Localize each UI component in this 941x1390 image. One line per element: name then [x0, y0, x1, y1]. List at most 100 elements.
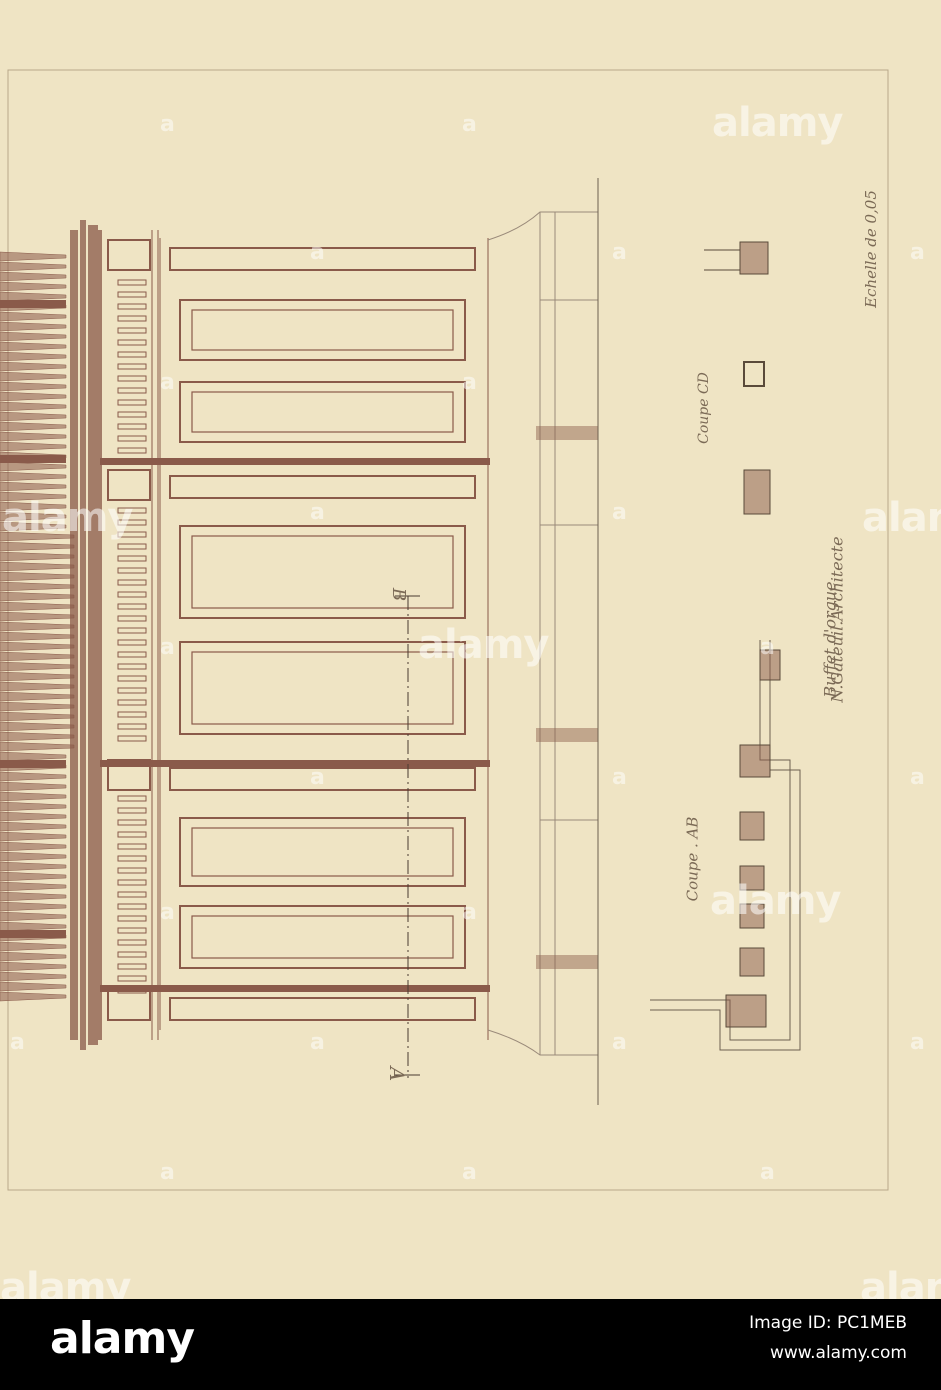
pipe	[0, 891, 67, 902]
dentil	[117, 327, 147, 334]
raised-panel	[179, 525, 466, 619]
raised-panel	[179, 381, 466, 443]
pipe	[0, 991, 67, 1002]
cornice-band	[80, 220, 86, 1050]
pipe	[0, 831, 67, 842]
pipe	[0, 411, 67, 422]
pipe	[0, 271, 67, 282]
pipe	[0, 681, 75, 692]
watermark-mark: a	[310, 1030, 325, 1055]
dentil	[117, 855, 147, 862]
dentil	[117, 615, 147, 622]
cornice-band	[70, 230, 78, 1040]
section-ab-label: Coupe . AB	[683, 816, 702, 902]
dentil	[117, 951, 147, 958]
watermark-brand: alamy	[862, 495, 941, 541]
pipe	[0, 661, 75, 672]
dentil	[117, 507, 147, 514]
dentil	[117, 975, 147, 982]
dentil	[117, 279, 147, 286]
pipe	[0, 421, 67, 432]
plinth-joint	[536, 426, 598, 440]
dentil	[117, 711, 147, 718]
pipe	[0, 971, 67, 982]
pipe	[0, 381, 67, 392]
dentil	[117, 579, 147, 586]
pipe	[0, 371, 67, 382]
dentil	[117, 663, 147, 670]
frieze-block	[107, 469, 151, 501]
watermark-brand: alamy	[710, 878, 841, 924]
pipe	[0, 651, 75, 662]
pipe	[0, 871, 67, 882]
dentil	[117, 687, 147, 694]
pipe	[0, 951, 67, 962]
watermark-mark: a	[310, 240, 325, 265]
pipe	[0, 521, 67, 532]
marker-a: A	[385, 1066, 410, 1082]
pipe	[0, 291, 67, 302]
footer-url[interactable]: www.alamy.com	[769, 1343, 907, 1363]
pipe	[0, 581, 75, 592]
pipe	[0, 601, 75, 612]
pipe	[0, 741, 75, 752]
dentil	[117, 927, 147, 934]
pipe	[0, 821, 67, 832]
pipe	[0, 361, 67, 372]
pipe-band	[0, 930, 66, 938]
dentil	[117, 519, 147, 526]
organ-pipes	[0, 251, 75, 1002]
pipe	[0, 881, 67, 892]
dentil	[117, 675, 147, 682]
dentil	[117, 363, 147, 370]
section-cd-piece	[743, 469, 771, 515]
pipe	[0, 511, 67, 522]
frieze-block	[107, 989, 151, 1021]
plinth-base	[487, 178, 599, 1105]
pipe	[0, 901, 67, 912]
pipe	[0, 771, 67, 782]
dentil	[117, 603, 147, 610]
pipe	[0, 541, 75, 552]
raised-panel	[179, 641, 466, 735]
footer-logo[interactable]: alamy	[50, 1313, 195, 1364]
section-ab-profile	[650, 640, 801, 1051]
section-details	[650, 241, 801, 1051]
dentil	[117, 831, 147, 838]
frieze-block	[107, 239, 151, 271]
dentil	[117, 591, 147, 598]
stile	[100, 458, 490, 465]
raised-panel	[179, 905, 466, 969]
rail	[169, 247, 476, 271]
pipe	[0, 631, 75, 642]
dentil	[117, 303, 147, 310]
dentil	[117, 399, 147, 406]
pipe	[0, 711, 75, 722]
panel-inset	[191, 391, 454, 433]
dentil	[117, 351, 147, 358]
dentil	[117, 339, 147, 346]
dentil	[117, 651, 147, 658]
elevation-drawing	[0, 69, 889, 1191]
pipe	[0, 781, 67, 792]
pipe-band	[0, 300, 66, 308]
marker-b: B	[388, 587, 410, 602]
section-ab-piece	[739, 903, 765, 929]
stock-footer: alamy Image ID: PC1MEB www.alamy.com	[0, 1299, 941, 1390]
rail	[169, 997, 476, 1021]
section-ab-piece	[739, 865, 765, 891]
panel-inset	[191, 827, 454, 877]
watermark-mark: a	[10, 1030, 25, 1055]
pipe-band	[0, 455, 66, 463]
pipe	[0, 431, 67, 442]
watermark-mark: a	[760, 635, 775, 660]
pipe	[0, 791, 67, 802]
pipe	[0, 351, 67, 362]
cornice-band	[88, 225, 98, 1045]
pipe	[0, 341, 67, 352]
watermark-brand: alamy	[418, 622, 549, 668]
watermark-mark: a	[612, 1030, 627, 1055]
dentil	[117, 447, 147, 454]
watermark-mark: a	[462, 370, 477, 395]
section-cd-piece	[743, 361, 765, 387]
